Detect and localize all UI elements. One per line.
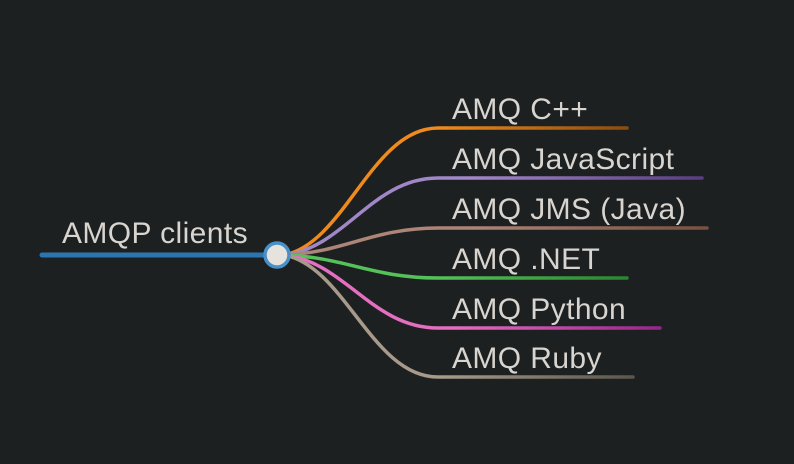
node-amqp-clients[interactable]: AMQP clients bbox=[62, 217, 248, 250]
root-connector-node[interactable] bbox=[263, 241, 291, 269]
node-amq-cpp[interactable]: AMQ C++ bbox=[452, 93, 589, 126]
branch-line bbox=[282, 126, 629, 257]
node-amq-ruby[interactable]: AMQ Ruby bbox=[452, 342, 602, 375]
branch-line bbox=[282, 253, 662, 330]
node-amq-dotnet[interactable]: AMQ .NET bbox=[452, 243, 601, 276]
node-amq-python[interactable]: AMQ Python bbox=[452, 293, 627, 326]
node-amq-jms-java[interactable]: AMQ JMS (Java) bbox=[452, 193, 686, 226]
branch-line bbox=[282, 226, 709, 257]
branch-line bbox=[282, 253, 635, 379]
branch-line bbox=[282, 253, 629, 280]
branch-line bbox=[282, 176, 704, 257]
node-amq-javascript[interactable]: AMQ JavaScript bbox=[452, 143, 675, 176]
